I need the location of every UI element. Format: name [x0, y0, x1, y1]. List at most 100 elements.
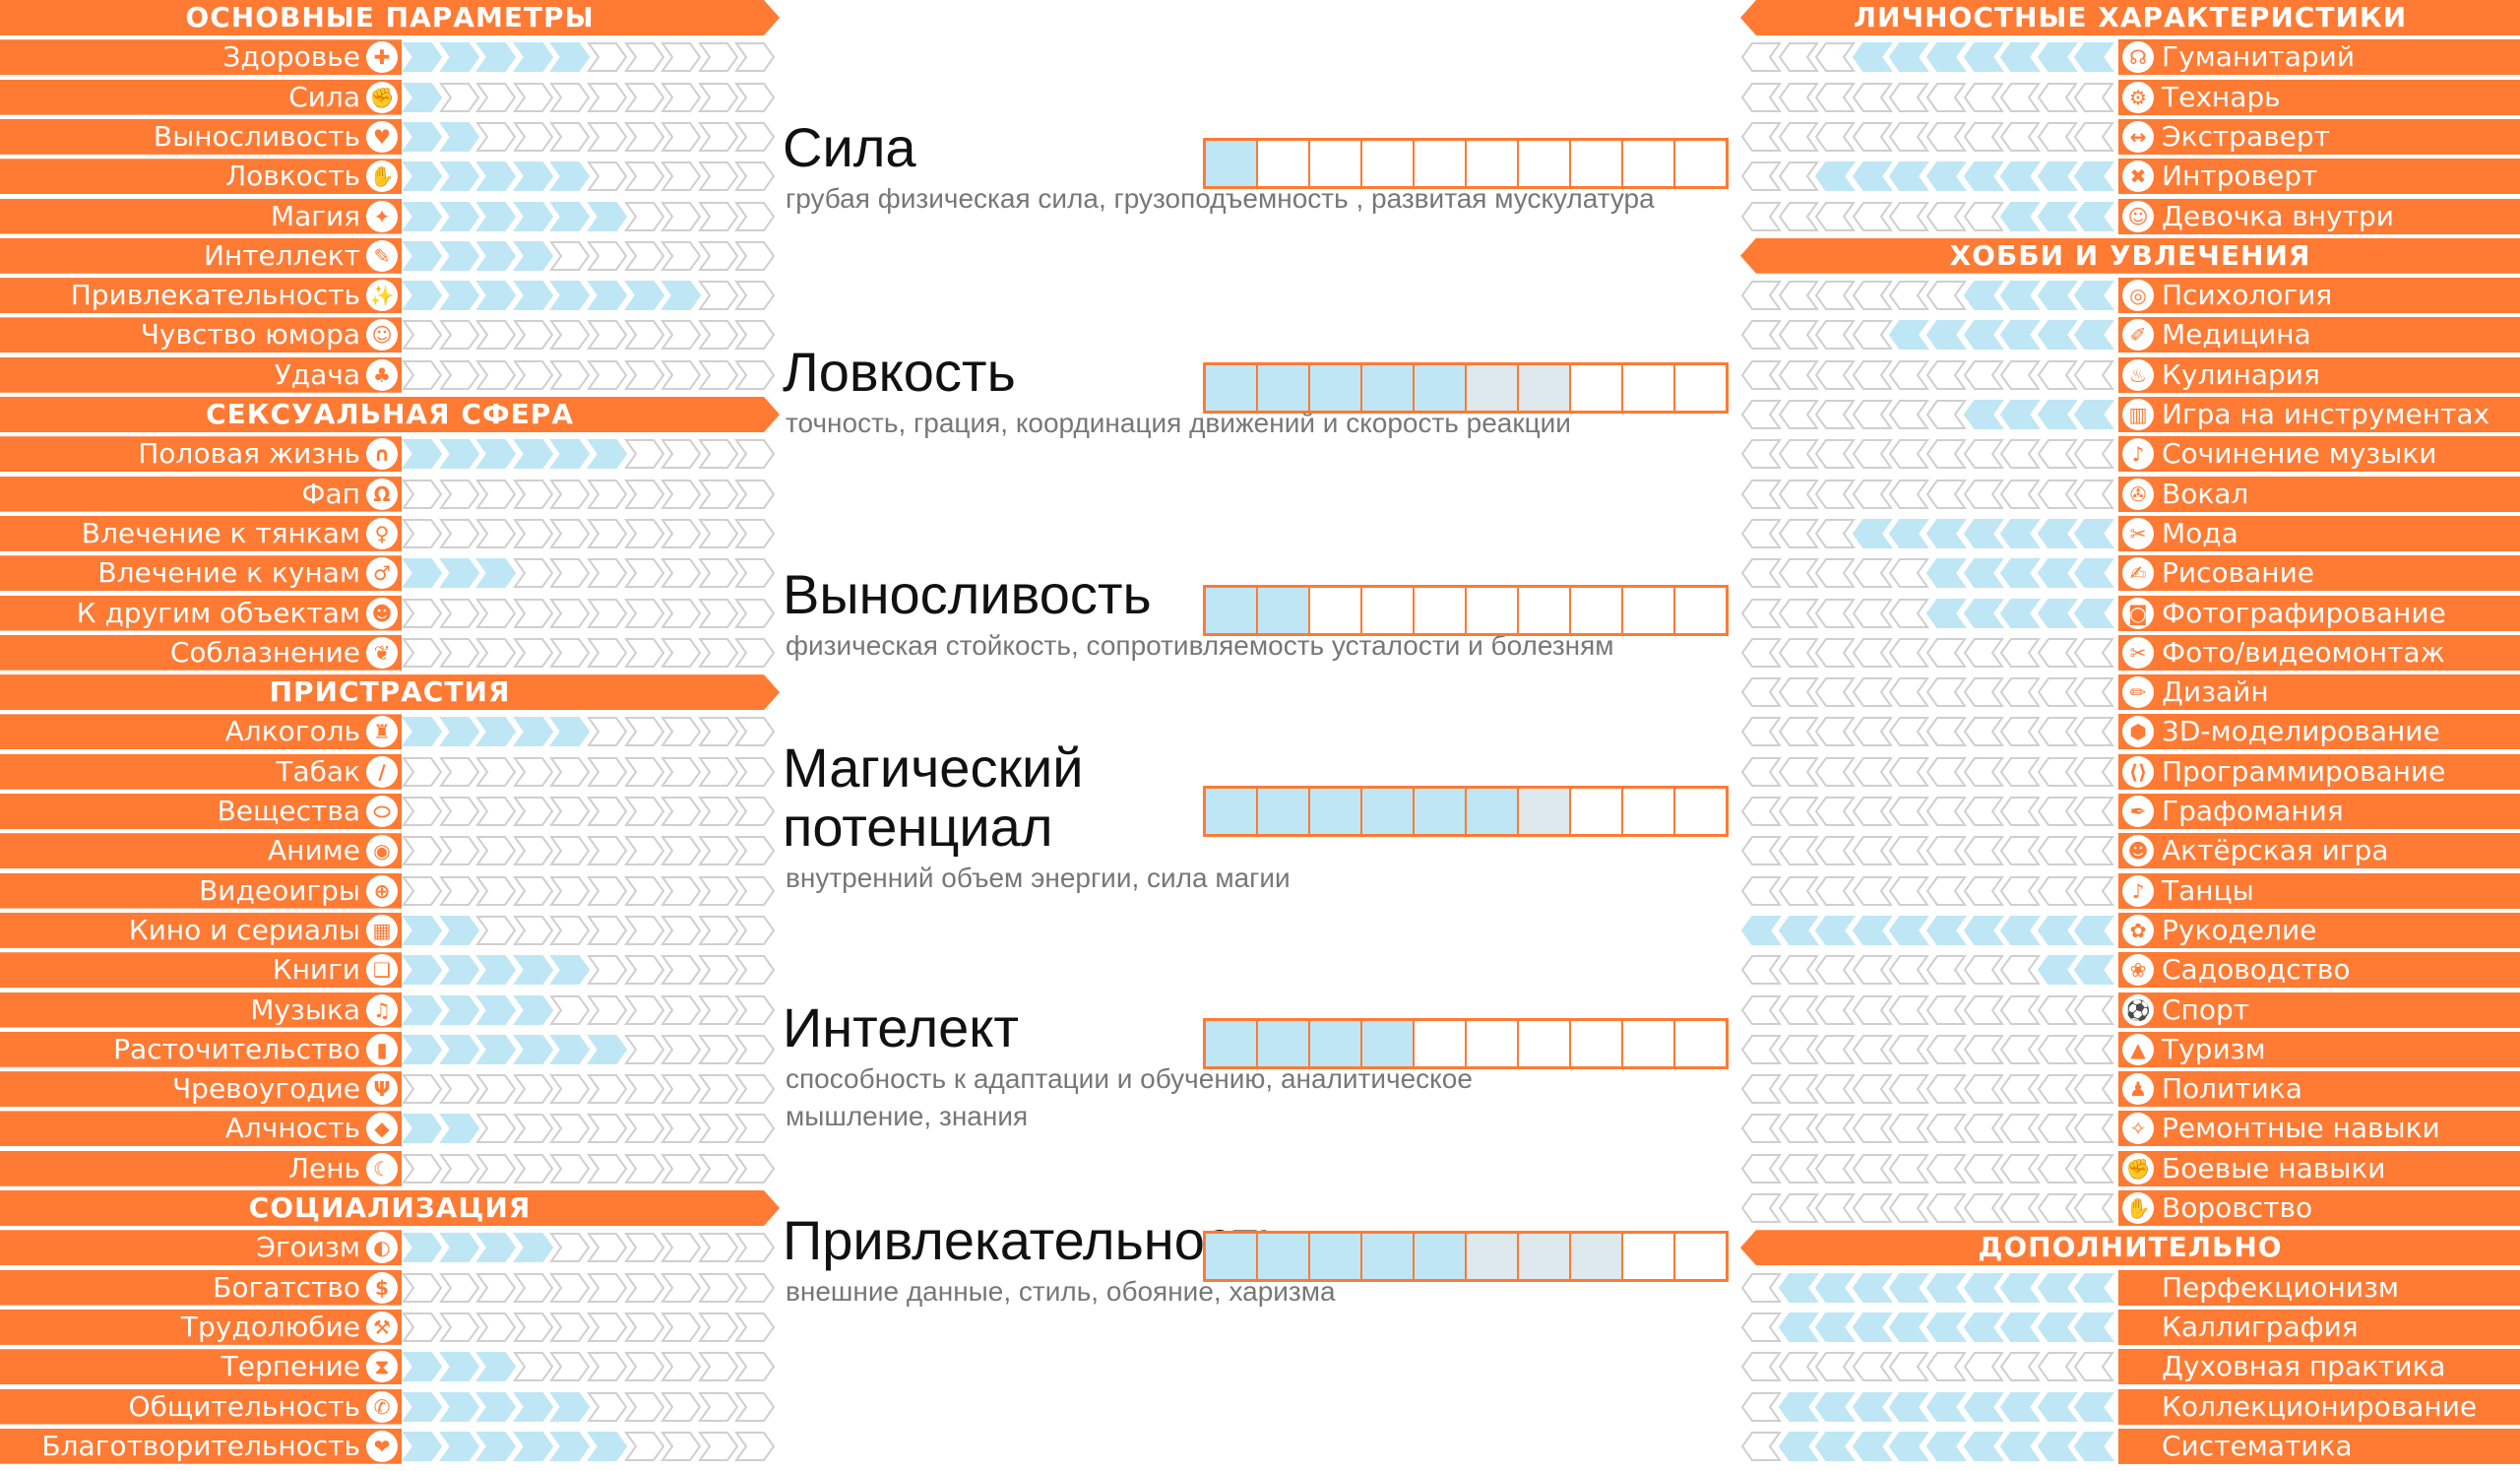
- skill-row[interactable]: Влечение к кунам♂: [0, 555, 780, 592]
- level-chevron[interactable]: [734, 756, 776, 788]
- level-chevron[interactable]: [697, 359, 739, 391]
- level-chevron[interactable]: [549, 319, 591, 351]
- skill-row[interactable]: Табак∕: [0, 753, 780, 790]
- level-chevron[interactable]: [1852, 796, 1893, 827]
- level-chevron[interactable]: [734, 479, 776, 510]
- level-chevron[interactable]: [1852, 598, 1893, 629]
- level-chevron[interactable]: [661, 637, 702, 669]
- level-chevron[interactable]: [587, 518, 628, 549]
- level-chevron[interactable]: [512, 518, 554, 549]
- level-chevron[interactable]: [475, 201, 517, 232]
- level-chevron[interactable]: [734, 1311, 776, 1343]
- level-chevron[interactable]: [1888, 359, 1930, 391]
- level-chevron[interactable]: [2037, 201, 2078, 232]
- level-chevron[interactable]: [475, 280, 517, 311]
- level-chevron[interactable]: [475, 1073, 517, 1105]
- level-chevron[interactable]: [475, 1153, 517, 1184]
- level-chevron[interactable]: [2037, 637, 2078, 669]
- skill-row[interactable]: Каллиграфия: [1740, 1309, 2520, 1345]
- level-chevron[interactable]: [1778, 557, 1819, 589]
- level-chevron[interactable]: [1888, 557, 1930, 589]
- level-chevron[interactable]: [1778, 954, 1819, 986]
- level-chevron[interactable]: [438, 82, 480, 113]
- level-chevron[interactable]: [734, 240, 776, 272]
- level-chevron[interactable]: [1888, 954, 1930, 986]
- level-chevron[interactable]: [1852, 1351, 1893, 1382]
- level-chevron[interactable]: [549, 756, 591, 788]
- level-chevron[interactable]: [623, 1232, 665, 1263]
- level-chevron[interactable]: [623, 557, 665, 589]
- level-chevron[interactable]: [587, 835, 628, 866]
- level-chevron[interactable]: [587, 201, 628, 232]
- level-chevron[interactable]: [475, 557, 517, 589]
- level-chevron[interactable]: [1778, 1192, 1819, 1224]
- level-chevron[interactable]: [1963, 41, 2004, 73]
- level-chevron[interactable]: [2073, 1034, 2115, 1065]
- level-chevron[interactable]: [512, 716, 554, 747]
- level-chevron[interactable]: [2037, 875, 2078, 907]
- level-chevron[interactable]: [1999, 359, 2042, 391]
- level-chevron[interactable]: [475, 1391, 517, 1423]
- level-chevron[interactable]: [661, 1232, 702, 1263]
- level-chevron[interactable]: [1740, 716, 1782, 747]
- level-chevron[interactable]: [2037, 1192, 2078, 1224]
- level-chevron[interactable]: [587, 915, 628, 946]
- level-chevron[interactable]: [475, 994, 517, 1026]
- level-chevron[interactable]: [1814, 1391, 1857, 1423]
- skill-row[interactable]: К другим объектам☻: [0, 595, 780, 631]
- level-chevron[interactable]: [587, 1113, 628, 1144]
- level-chevron[interactable]: [2073, 201, 2115, 232]
- level-chevron[interactable]: [475, 1431, 517, 1462]
- level-chevron[interactable]: [549, 796, 591, 827]
- level-chevron[interactable]: [1814, 915, 1857, 946]
- level-chevron[interactable]: [734, 1073, 776, 1105]
- level-chevron[interactable]: [2073, 1272, 2115, 1304]
- level-chevron[interactable]: [1925, 1113, 1967, 1144]
- level-chevron[interactable]: [1925, 280, 1967, 311]
- level-chevron[interactable]: [402, 240, 443, 272]
- level-chevron[interactable]: [587, 1272, 628, 1304]
- level-chevron[interactable]: [1999, 319, 2042, 351]
- level-chevron[interactable]: [1814, 1351, 1857, 1382]
- level-chevron[interactable]: [1999, 518, 2042, 549]
- level-chevron[interactable]: [1814, 518, 1857, 549]
- level-chevron[interactable]: [2073, 637, 2115, 669]
- level-chevron[interactable]: [1999, 160, 2042, 192]
- skill-row[interactable]: Программирование⟨⟩: [1740, 753, 2520, 790]
- level-chevron[interactable]: [587, 438, 628, 470]
- level-chevron[interactable]: [475, 479, 517, 510]
- level-chevron[interactable]: [697, 756, 739, 788]
- level-chevron[interactable]: [1999, 994, 2042, 1026]
- level-chevron[interactable]: [697, 875, 739, 907]
- level-chevron[interactable]: [1852, 1073, 1893, 1105]
- level-chevron[interactable]: [2037, 598, 2078, 629]
- level-chevron[interactable]: [661, 280, 702, 311]
- level-chevron[interactable]: [1740, 676, 1782, 708]
- skill-row[interactable]: Боевые навыки✊: [1740, 1150, 2520, 1186]
- level-chevron[interactable]: [2037, 1311, 2078, 1343]
- level-chevron[interactable]: [1814, 1073, 1857, 1105]
- level-chevron[interactable]: [661, 1153, 702, 1184]
- level-chevron[interactable]: [661, 121, 702, 153]
- level-chevron[interactable]: [587, 359, 628, 391]
- level-chevron[interactable]: [1963, 1431, 2004, 1462]
- level-chevron[interactable]: [2073, 82, 2115, 113]
- level-chevron[interactable]: [549, 518, 591, 549]
- skill-row[interactable]: Музыка♫: [0, 991, 780, 1028]
- level-chevron[interactable]: [2073, 1351, 2115, 1382]
- level-chevron[interactable]: [734, 518, 776, 549]
- level-chevron[interactable]: [549, 716, 591, 747]
- level-chevron[interactable]: [512, 637, 554, 669]
- level-chevron[interactable]: [402, 160, 443, 192]
- level-chevron[interactable]: [402, 319, 443, 351]
- skill-row[interactable]: Дизайн✏: [1740, 674, 2520, 711]
- level-chevron[interactable]: [1852, 438, 1893, 470]
- level-chevron[interactable]: [1888, 1192, 1930, 1224]
- level-chevron[interactable]: [1999, 796, 2042, 827]
- level-chevron[interactable]: [2037, 1391, 2078, 1423]
- level-chevron[interactable]: [512, 1272, 554, 1304]
- level-chevron[interactable]: [623, 1034, 665, 1065]
- level-chevron[interactable]: [1740, 637, 1782, 669]
- level-chevron[interactable]: [1925, 756, 1967, 788]
- level-chevron[interactable]: [623, 835, 665, 866]
